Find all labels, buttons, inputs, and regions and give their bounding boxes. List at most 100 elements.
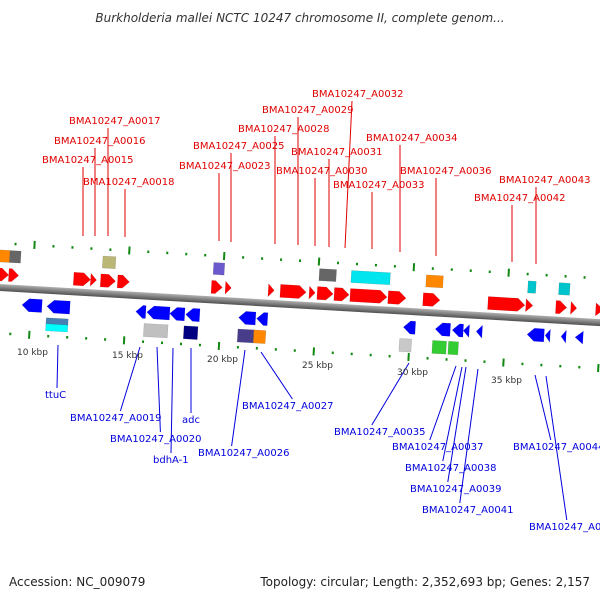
minor-tick-lower [274,348,277,351]
reverse-gene-arrow[interactable] [544,328,551,343]
forward-gene-arrow[interactable] [8,268,20,282]
reverse-gene-label[interactable]: BMA10247_A0038 [405,463,496,474]
reverse-gene-arrow[interactable] [560,329,567,344]
reverse-gene-feature[interactable] [398,338,412,353]
minor-tick-upper [166,251,169,255]
forward-gene-feature[interactable] [0,249,11,263]
forward-gene-arrow[interactable] [308,285,316,300]
forward-gene-feature[interactable] [102,255,117,269]
reverse-gene-arrow[interactable] [146,305,171,321]
minor-tick-lower [464,359,467,362]
forward-gene-label[interactable]: BMA10247_A0030 [276,166,367,177]
forward-gene-feature[interactable] [350,270,391,286]
minor-tick-lower [350,352,353,356]
reverse-gene-feature[interactable] [447,341,459,356]
forward-gene-feature[interactable] [425,274,444,289]
forward-gene-feature[interactable] [9,250,22,264]
minor-tick-upper [583,276,586,279]
forward-gene-arrow[interactable] [267,283,275,298]
reverse-gene-arrow[interactable] [475,324,483,339]
forward-gene-label[interactable]: BMA10247_A0016 [54,136,145,147]
forward-gene-label[interactable]: BMA10247_A0015 [42,155,133,166]
forward-gene-label[interactable]: BMA10247_A0034 [366,133,457,144]
reverse-gene-label[interactable]: BMA10247_A0039 [410,484,501,495]
forward-gene-label[interactable]: BMA10247_A0042 [474,193,565,204]
minor-tick-upper [242,256,245,259]
forward-gene-arrow[interactable] [316,286,334,301]
forward-gene-label[interactable]: BMA10247_A0031 [291,147,382,158]
reverse-gene-label[interactable]: BMA10247_A0037 [392,442,483,453]
reverse-gene-arrow[interactable] [526,328,545,343]
forward-gene-label[interactable]: BMA10247_A0033 [333,180,424,191]
forward-gene-arrow[interactable] [387,290,407,305]
forward-gene-feature[interactable] [527,280,537,294]
reverse-gene-label[interactable]: BMA10247_A0026 [198,448,289,459]
forward-gene-arrow[interactable] [349,288,388,304]
reverse-gene-feature[interactable] [252,329,267,344]
forward-gene-arrow[interactable] [224,280,232,295]
reverse-gene-arrow[interactable] [238,311,257,326]
reverse-gene-feature[interactable] [183,325,199,340]
reverse-gene-feature[interactable] [431,340,447,355]
leader-line [119,346,141,412]
reverse-gene-label[interactable]: BMA10247_A0019 [70,413,161,424]
forward-gene-arrow[interactable] [99,273,116,288]
minor-tick-lower [141,340,145,344]
forward-gene-label[interactable]: BMA10247_A0018 [83,177,174,188]
reverse-gene-arrow[interactable] [256,312,269,326]
reverse-gene-arrow[interactable] [21,298,43,313]
forward-gene-arrow[interactable] [487,296,526,312]
forward-gene-label[interactable]: BMA10247_A0036 [400,166,491,177]
reverse-gene-label[interactable]: BMA10247_A0044 [513,442,600,453]
reverse-gene-arrow[interactable] [135,305,147,319]
reverse-gene-arrow[interactable] [185,308,201,322]
reverse-gene-label[interactable]: adc [182,415,200,426]
minor-tick-upper [147,250,150,254]
forward-gene-arrow[interactable] [333,287,350,302]
forward-gene-label[interactable]: BMA10247_A0032 [312,89,403,100]
reverse-gene-arrow[interactable] [169,307,186,322]
forward-gene-label[interactable]: BMA10247_A0017 [69,116,160,127]
forward-gene-label[interactable]: BMA10247_A0029 [262,105,353,116]
reverse-gene-arrow[interactable] [46,299,71,315]
forward-gene-arrow[interactable] [116,274,130,289]
forward-gene-arrow[interactable] [72,272,91,287]
minor-tick-lower [160,341,164,345]
reverse-gene-feature[interactable] [236,328,255,344]
major-tick-lower [597,364,600,373]
reverse-gene-arrow[interactable] [434,322,451,337]
forward-gene-arrow[interactable] [555,300,568,315]
forward-gene-feature[interactable] [318,268,337,282]
reverse-gene-label[interactable]: BMA10247_A0041 [422,505,513,516]
forward-gene-arrow[interactable] [422,292,441,307]
forward-gene-arrow[interactable] [0,267,10,282]
forward-gene-arrow[interactable] [210,280,223,294]
forward-gene-label[interactable]: BMA10247_A0043 [499,175,590,186]
reverse-gene-arrow[interactable] [462,323,470,339]
forward-gene-arrow[interactable] [595,302,600,317]
forward-gene-feature[interactable] [558,282,571,296]
forward-gene-arrow[interactable] [570,300,578,316]
forward-gene-feature[interactable] [212,262,226,276]
reverse-gene-feature[interactable] [143,323,169,339]
forward-gene-label[interactable]: BMA10247_A0025 [193,141,284,152]
map-title: Burkholderia mallei NCTC 10247 chromosom… [95,11,504,25]
reverse-gene-label[interactable]: BMA10247_A0027 [242,401,333,412]
reverse-gene-label[interactable]: BMA10247_A0035 [334,427,425,438]
forward-gene-arrow[interactable] [525,298,534,313]
forward-gene-label[interactable]: BMA10247_A0028 [238,124,329,135]
reverse-gene-label[interactable]: BMA10247_A0020 [110,434,201,445]
reverse-gene-label[interactable]: bdhA-1 [153,455,189,466]
reverse-gene-feature[interactable] [45,323,69,333]
reverse-gene-label[interactable]: BMA10247_A0045 [529,522,600,533]
minor-tick-upper [526,272,529,276]
forward-gene-label[interactable]: BMA10247_A0023 [179,161,270,172]
reverse-gene-arrow[interactable] [574,330,584,345]
reverse-gene-label[interactable]: ttuC [45,390,66,401]
forward-gene-arrow[interactable] [279,284,307,299]
forward-gene-arrow[interactable] [89,272,97,287]
reverse-gene-arrow[interactable] [451,323,464,338]
minor-tick-lower [198,343,202,347]
leader-line [260,351,293,400]
reverse-gene-arrow[interactable] [402,320,416,335]
